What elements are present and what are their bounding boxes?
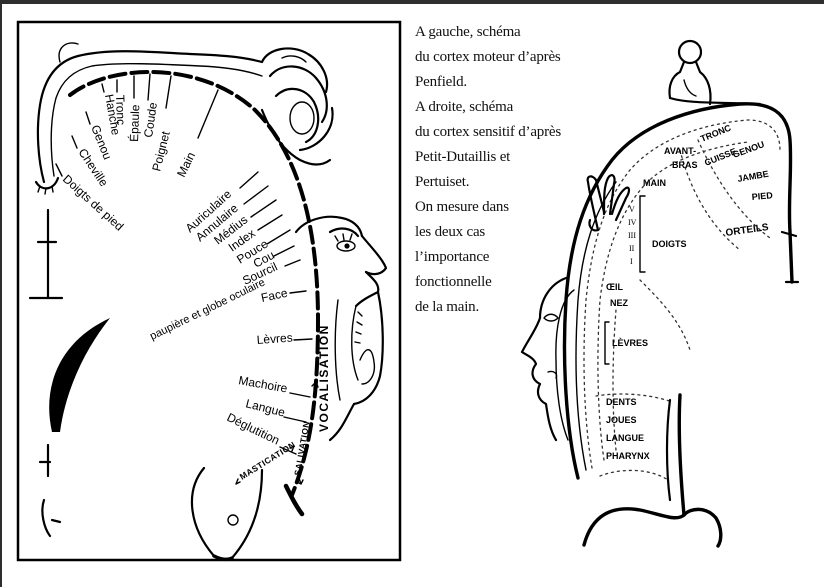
- finger-numeral: II: [629, 244, 635, 253]
- caption-line: Petit-Dutaillis et: [415, 149, 511, 165]
- head-icon: [679, 41, 701, 63]
- motor-left-marks: [30, 210, 110, 536]
- motor-face-figure: [296, 217, 386, 440]
- crescent-shape: [49, 318, 110, 432]
- sensory-label-orteils: ORTEILS: [725, 222, 770, 239]
- motor-label-machoire: Machoire: [237, 373, 288, 395]
- motor-label-main: Main: [174, 150, 198, 180]
- motor-label-tronc: Tronc: [113, 95, 128, 126]
- caption-block: A gauche, schéma du cortex moteur d’aprè…: [415, 24, 561, 315]
- sensory-label-levres: LÈVRES: [612, 338, 648, 348]
- caption-line: Penfield.: [415, 74, 467, 90]
- caption-line: On mesure dans: [415, 199, 509, 215]
- finger-numeral: I: [630, 257, 633, 266]
- sensory-label-langue: LANGUE: [606, 433, 644, 443]
- sensory-eye-icon: [544, 314, 558, 321]
- caption-line: fonctionnelle: [415, 274, 492, 290]
- motor-label-langue: Langue: [244, 396, 287, 419]
- sensory-label-avant: AVANT-: [664, 146, 696, 156]
- motor-label-vocalisation: VOCALISATION: [317, 324, 331, 432]
- sensory-label-tronc: TRONC: [699, 122, 733, 143]
- sensory-label-pharynx: PHARYNX: [606, 451, 650, 461]
- sensory-label-main: MAIN: [643, 178, 666, 188]
- sensory-label-bras: BRAS: [672, 160, 698, 170]
- motor-label-paupiere: paupière et globe oculaire: [148, 276, 267, 342]
- motor-label-mastication: MASTICATION: [238, 439, 297, 481]
- motor-diagram-border: [18, 22, 400, 560]
- caption-line: A gauche, schéma: [415, 24, 521, 40]
- finger-numeral: IV: [628, 218, 637, 227]
- top-frame-bar: [0, 0, 824, 4]
- motor-cortex-diagram: Doigts de pied Cheville Genou Hanche Tro…: [18, 22, 400, 560]
- sensory-cortex-diagram: AVANT- BRAS TRONC CUISSE GENOU JAMBE PIE…: [522, 41, 798, 546]
- sensory-label-doigts: DOIGTS: [652, 239, 687, 249]
- sensory-label-nez: NEZ: [610, 298, 629, 308]
- caption-line: de la main.: [415, 299, 479, 315]
- sensory-brainstem: [584, 395, 721, 546]
- motor-label-coude: Coude: [141, 101, 160, 138]
- sensory-label-jambe: JAMBE: [737, 169, 770, 184]
- sensory-label-oeil: ŒIL: [606, 282, 624, 292]
- caption-line: A droite, schéma: [415, 99, 514, 115]
- motor-brainstem: [192, 468, 302, 559]
- caption-line: Pertuiset.: [415, 174, 469, 190]
- sensory-label-genou: GENOU: [731, 139, 765, 160]
- sensory-label-joues: JOUES: [606, 415, 637, 425]
- finger-numeral: III: [628, 231, 636, 240]
- copyright-mark: [228, 515, 238, 525]
- motor-label-epaule: Épaule: [126, 104, 142, 142]
- motor-label-doigts-de-pied: Doigts de pied: [60, 172, 126, 234]
- sensory-label-dents: DENTS: [606, 397, 637, 407]
- motor-hand-figure: [262, 48, 333, 164]
- finger-numeral: V: [629, 205, 635, 214]
- levres-bracket: [605, 322, 609, 364]
- left-frame-bar: [0, 0, 2, 587]
- sensory-body-figure: [669, 41, 760, 104]
- caption-line: du cortex sensitif d’après: [415, 124, 561, 140]
- caption-line: les deux cas: [415, 224, 485, 240]
- caption-line: du cortex moteur d’après: [415, 49, 561, 65]
- caption-line: l’importance: [415, 249, 490, 265]
- motor-label-levres: Lèvres: [256, 331, 293, 347]
- sensory-label-pied: PIED: [751, 190, 773, 202]
- doigts-bracket: [640, 196, 645, 272]
